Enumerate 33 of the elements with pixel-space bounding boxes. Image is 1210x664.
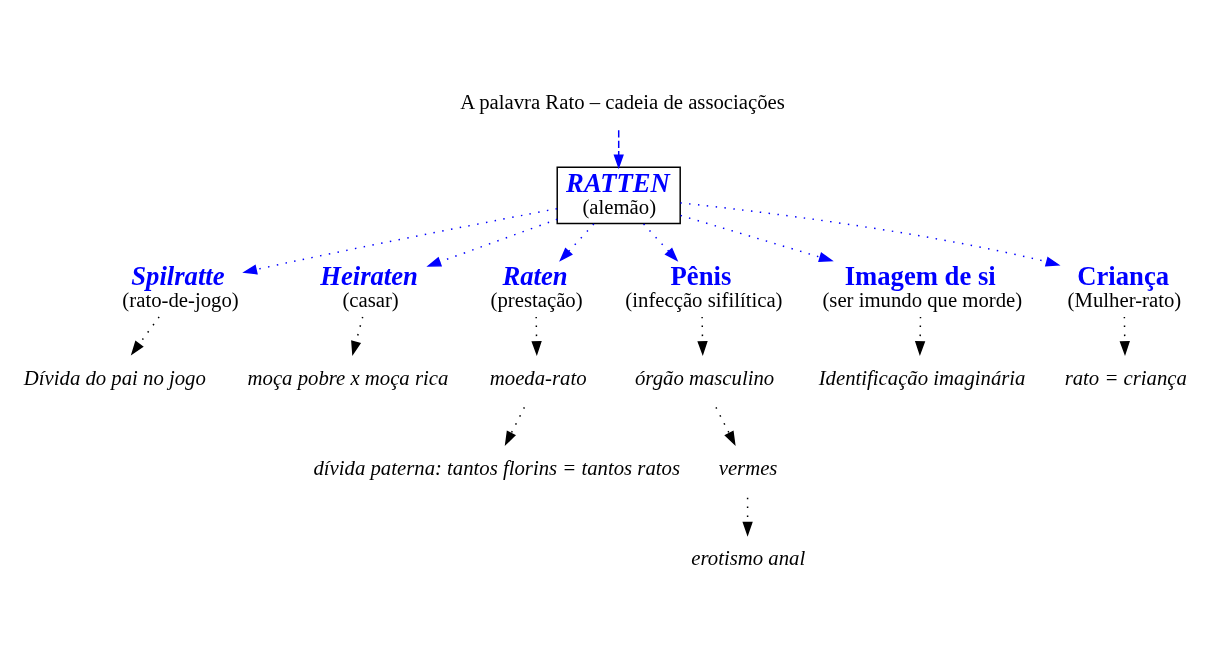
node-text: Dívida do pai no jogo (23, 366, 206, 389)
arrow (697, 315, 708, 356)
arrow (613, 129, 624, 169)
arrow (559, 222, 595, 262)
node-text: Pênis (infecção sifilítica) (625, 260, 783, 311)
node-text: Heiraten (casar) (320, 260, 418, 311)
arrow (642, 222, 679, 262)
arrow (242, 207, 558, 275)
node-text: órgão masculino (635, 366, 775, 389)
node-text: vermes (718, 456, 778, 479)
node-text: erotismo anal (691, 546, 806, 569)
node-text: Raten (prestação) (490, 260, 583, 311)
arrow (715, 406, 736, 446)
node-text: dívida paterna: tantos florins = tantos ratos (313, 456, 680, 479)
node-text: Identificação imaginária (818, 366, 1026, 389)
node-text: Imagem de si (ser imundo que morde) (822, 260, 1023, 311)
arrow (351, 315, 364, 356)
node-text: Criança (Mulher-rato) (1067, 260, 1182, 311)
node-text: moça pobre x moça rica (247, 366, 449, 389)
arrow (679, 201, 1061, 267)
arrow (742, 496, 753, 537)
arrow (914, 315, 926, 356)
node-text: moeda-rato (489, 366, 587, 389)
arrow (531, 315, 542, 356)
node-text: Spilratte (rato-de-jogo) (122, 260, 239, 311)
arrow (426, 218, 558, 267)
node-text: A palavra Rato – cadeia de associações (460, 90, 785, 113)
arrow (1119, 315, 1130, 356)
arrow (130, 315, 160, 356)
node-text: rato = criança (1064, 366, 1187, 389)
arrow (504, 406, 526, 446)
arrow (679, 214, 834, 262)
node-box: RATTEN (alemão) (556, 166, 681, 224)
